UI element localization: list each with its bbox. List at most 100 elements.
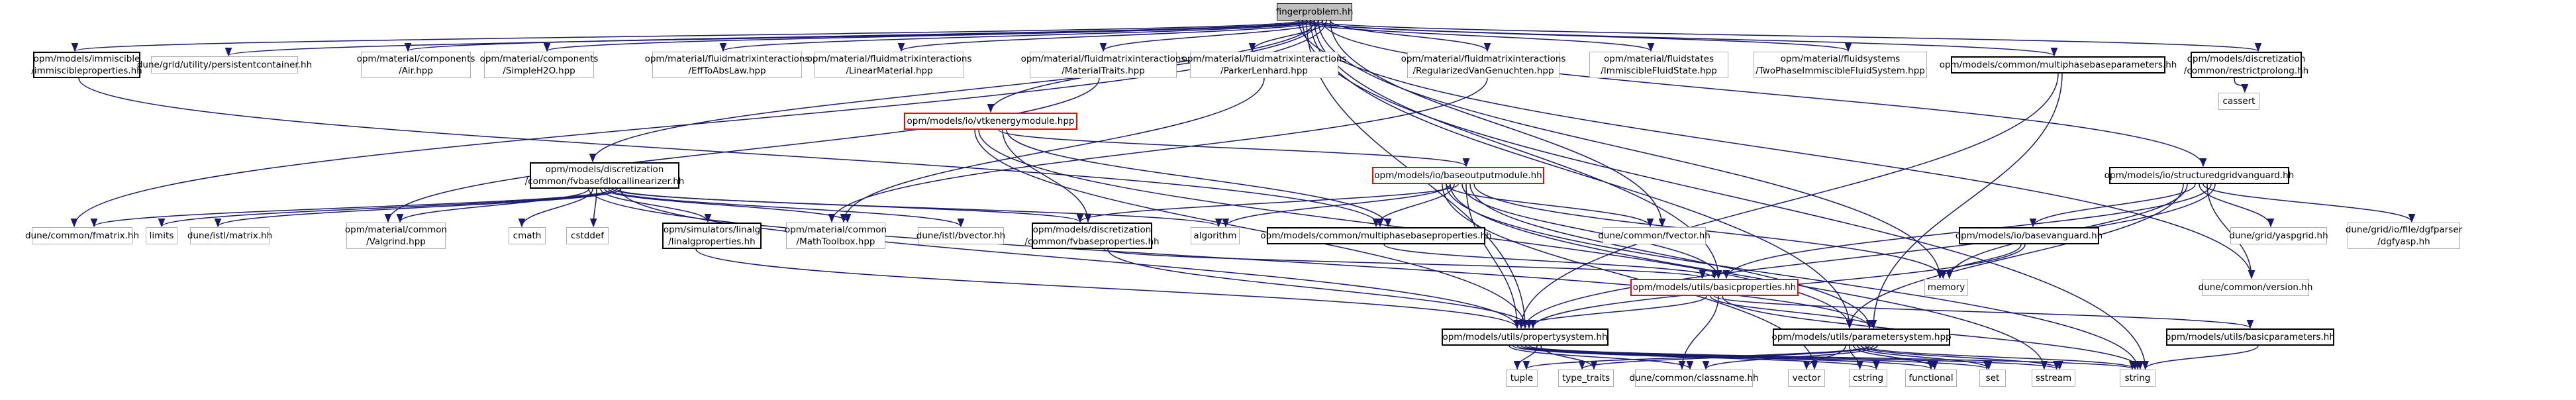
edge-multiphasebaseparameters-to-parametersystem xyxy=(1869,73,2063,329)
edge-root-to-structuredgridvanguard xyxy=(1322,20,2207,168)
edge-root-to-immiscibleproperties xyxy=(72,20,1299,52)
edge-vtkenergymodule-to-fvbaseproperties xyxy=(1002,129,1092,223)
graph-node-istlmatrix: dune/istl/matrix.hh xyxy=(187,227,272,244)
graph-node-fvbaseproperties[interactable]: opm/models/discretization /common/fvbase… xyxy=(1024,223,1160,249)
edge-basicproperties-to-classname xyxy=(1678,295,1719,370)
edge-baseoutputmodule-to-memory xyxy=(1473,183,1947,279)
graph-node-cstring: cstring xyxy=(1849,370,1887,387)
edge-fvbasefdlocallinearizer-to-mathtoolbox xyxy=(604,188,852,223)
graph-node-efftoabslaw: opm/material/fluidmatrixinteractions /Ef… xyxy=(645,52,809,78)
edge-parametersystem-to-tuple xyxy=(1522,345,1870,370)
edge-root-to-efftoabslaw xyxy=(720,20,1315,52)
graph-node-immiscibleproperties[interactable]: opm/models/immiscible /immisciblepropert… xyxy=(31,52,142,78)
edge-baseoutputmodule-to-multiphasebaseproperties xyxy=(1372,183,1455,228)
graph-node-basicparameters[interactable]: opm/models/utils/basicparameters.hh xyxy=(2165,328,2335,346)
graph-node-memory: memory xyxy=(1924,279,1968,296)
edge-fvbasefdlocallinearizer-to-linalgproperties xyxy=(600,188,712,223)
edge-fvbasefdlocallinearizer-to-istlmatrix xyxy=(214,188,621,228)
graph-node-version: dune/common/version.hh xyxy=(2199,279,2312,296)
edge-root-to-fvector xyxy=(1330,20,1666,228)
edge-vtkenergymodule-to-multiphasebaseproperties xyxy=(1006,129,1392,228)
graph-node-linalgproperties[interactable]: opm/simulators/linalg /linalgproperties.… xyxy=(662,223,762,249)
graph-node-multiphasebaseproperties[interactable]: opm/models/common/multiphasebaseproperti… xyxy=(1260,227,1492,244)
edge-multiphasebaseparameters-to-propertysystem xyxy=(1517,73,2059,329)
graph-node-multiphasebaseparameters[interactable]: opm/models/common/multiphasebaseparamete… xyxy=(1940,56,2177,74)
graph-node-bvector: dune/istl/bvector.hh xyxy=(916,227,1005,244)
edge-baseoutputmodule-to-propertysystem xyxy=(1465,183,1521,329)
graph-node-cassert: cassert xyxy=(2218,93,2259,110)
graph-node-regularizedvangenuchten: opm/material/fluidmatrixinteractions /Re… xyxy=(1401,52,1565,78)
graph-node-classname: dune/common/classname.hh xyxy=(1629,370,1759,387)
graph-node-string: string xyxy=(2120,370,2155,387)
edge-fvbasefdlocallinearizer-to-valgrind xyxy=(396,188,589,223)
edge-fvbasefdlocallinearizer-to-limits xyxy=(158,188,617,228)
graph-node-restrictprolong[interactable]: opm/models/discretization /common/restri… xyxy=(2184,52,2308,78)
graph-node-persistentcontainer: dune/grid/utility/persistentcontainer.hh xyxy=(137,56,312,74)
edge-root-to-air xyxy=(405,20,1307,52)
edge-structuredgridvanguard-to-propertysystem xyxy=(1521,183,2216,329)
edge-baseoutputmodule-to-basicproperties xyxy=(1461,183,1722,279)
edge-materialtraits-to-valgrind xyxy=(384,77,1100,223)
graph-node-simpleh2o: opm/material/components /SimpleH2O.hpp xyxy=(480,52,598,78)
graph-node-fmatrix: dune/common/fmatrix.hh xyxy=(25,227,139,244)
edge-propertysystem-to-string xyxy=(1528,345,2136,370)
edge-restrictprolong-to-cassert xyxy=(2234,77,2249,93)
graph-node-linearmaterial: opm/material/fluidmatrixinteractions /Li… xyxy=(807,52,971,78)
edge-fvbasefdlocallinearizer-to-fmatrix xyxy=(90,188,613,228)
graph-node-materialtraits: opm/material/fluidmatrixinteractions /Ma… xyxy=(1021,52,1185,78)
edge-fvbasefdlocallinearizer-to-cstddef xyxy=(589,188,597,228)
edge-root-to-parametersystem xyxy=(1310,20,1854,329)
graph-node-structuredgridvanguard[interactable]: opm/models/io/structuredgridvanguard.hh xyxy=(2105,167,2294,184)
edge-vtkenergymodule-to-baseoutputmodule xyxy=(998,129,1470,168)
edge-root-to-memory xyxy=(1318,20,1944,279)
graph-node-vector: vector xyxy=(1788,370,1825,387)
graph-node-parametersystem[interactable]: opm/models/utils/parametersystem.hpp xyxy=(1771,328,1952,346)
edge-structuredgridvanguard-to-dgfyasp xyxy=(2203,183,2416,223)
edge-root-to-string xyxy=(1302,20,2149,370)
edge-fvbasefdlocallinearizer-to-cmath xyxy=(518,188,593,228)
graph-node-baseoutputmodule[interactable]: opm/models/io/baseoutputmodule.hh xyxy=(1372,167,1544,184)
edge-root-to-fvbasefdlocallinearizer xyxy=(589,20,1319,163)
edge-immiscibleproperties-to-multiphasebaseproperties xyxy=(78,77,1384,228)
graph-node-type_traits: type_traits xyxy=(1558,370,1614,387)
graph-node-propertysystem[interactable]: opm/models/utils/propertysystem.hh xyxy=(1442,328,1609,346)
edge-fvbasefdlocallinearizer-to-propertysystem xyxy=(620,188,1521,329)
edge-regularizedvangenuchten-to-mathtoolbox xyxy=(828,77,1488,223)
graph-node-set: set xyxy=(1979,370,2006,387)
edge-structuredgridvanguard-to-parametersystem xyxy=(1846,183,2184,329)
edge-root-to-materialtraits xyxy=(1099,20,1323,52)
graph-node-root: fingerproblem.hh xyxy=(1276,3,1353,21)
edge-fvbaseproperties-to-propertysystem xyxy=(1107,248,1533,329)
edge-vtkenergymodule-to-propertysystem xyxy=(974,129,1529,329)
edge-propertysystem-to-set xyxy=(1520,345,1991,370)
edge-fvbaseproperties-to-basicproperties xyxy=(1103,248,1706,279)
graph-node-immisciblefluidstate: opm/material/fluidstates /ImmiscibleFlui… xyxy=(1589,52,1728,78)
edge-parametersystem-to-cstring xyxy=(1849,345,1863,370)
edge-linalgproperties-to-propertysystem xyxy=(695,248,1521,329)
graph-node-sstream: sstream xyxy=(2032,370,2075,387)
graph-node-basicproperties[interactable]: opm/models/utils/basicproperties.hh xyxy=(1630,279,1799,296)
graph-node-yaspgrid: dune/grid/yaspgrid.hh xyxy=(2229,227,2328,244)
edge-root-to-persistentcontainer xyxy=(225,20,1303,57)
edge-root-to-linearmaterial xyxy=(897,20,1319,52)
edge-structuredgridvanguard-to-version xyxy=(2206,183,2255,279)
graph-node-valgrind: opm/material/common /Valgrind.hpp xyxy=(345,223,447,249)
graph-node-fvbasefdlocallinearizer[interactable]: opm/models/discretization /common/fvbase… xyxy=(525,162,684,189)
edge-baseoutputmodule-to-algorithm xyxy=(1222,183,1451,228)
graph-node-dgfyasp: dune/grid/io/file/dgfparser /dgfyasp.hh xyxy=(2346,223,2462,249)
graph-node-functional: functional xyxy=(1905,370,1957,387)
graph-node-algorithm: algorithm xyxy=(1191,227,1240,244)
graph-node-basevanguard[interactable]: opm/models/io/basevanguard.hh xyxy=(1956,227,2103,244)
edge-root-to-restrictprolong xyxy=(1310,20,2261,52)
graph-node-cmath: cmath xyxy=(509,227,546,244)
edge-parametersystem-to-set xyxy=(1857,345,1993,370)
graph-node-cstddef: cstddef xyxy=(566,227,609,244)
edge-baseoutputmodule-to-parametersystem xyxy=(1469,183,1873,329)
edge-root-to-multiphasebaseparameters xyxy=(1306,20,2057,57)
graph-node-vtkenergymodule[interactable]: opm/models/io/vtkenergymodule.hpp xyxy=(904,113,1077,130)
graph-node-limits: limits xyxy=(146,227,177,244)
edge-parametersystem-to-sstream xyxy=(1861,345,2063,370)
edge-fvbasefdlocallinearizer-to-algorithm xyxy=(616,188,1222,228)
graph-node-mathtoolbox: opm/material/common /MathToolbox.hpp xyxy=(785,223,887,249)
edge-basicproperties-to-propertysystem xyxy=(1517,295,1707,329)
